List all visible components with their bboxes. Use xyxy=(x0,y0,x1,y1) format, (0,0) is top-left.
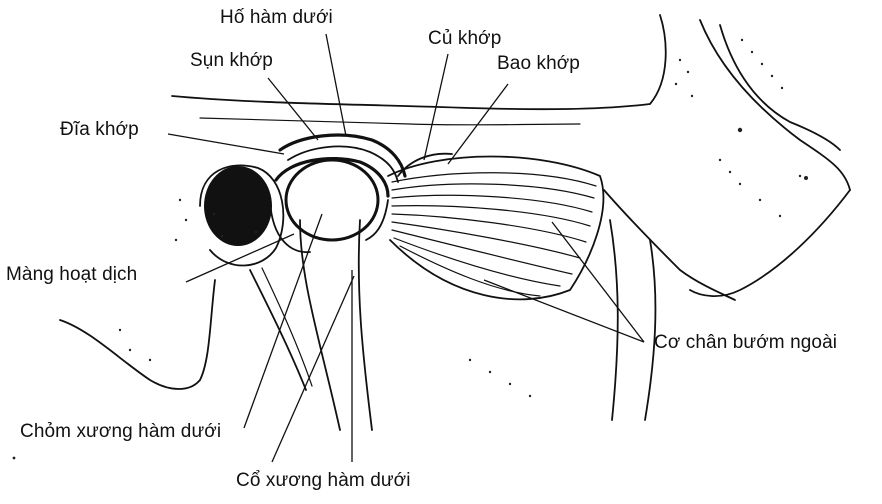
zygomatic-arch-lower xyxy=(720,25,840,150)
maxilla-outline xyxy=(690,190,850,296)
mandible-ramus-back xyxy=(645,240,655,420)
mandible-ramus-front xyxy=(610,220,618,420)
label-synovial-membrane: Màng hoạt dịch xyxy=(6,265,137,284)
leader-condyle-head xyxy=(244,214,322,428)
label-articular-disc: Đĩa khớp xyxy=(60,120,139,139)
bone-stipple xyxy=(13,39,808,460)
leader-joint-capsule xyxy=(448,84,508,164)
mastoid-process xyxy=(60,280,215,389)
styloid-process-2 xyxy=(262,268,312,386)
leader-articular-disc xyxy=(168,134,284,154)
label-joint-capsule: Bao khớp xyxy=(497,54,580,73)
label-mandibular-fossa: Hố hàm dưới xyxy=(220,8,333,27)
label-articular-cartilage: Sụn khớp xyxy=(190,51,273,70)
label-condyle-head: Chỏm xương hàm dưới xyxy=(20,422,221,441)
leader-articular-cartilage xyxy=(268,78,318,140)
leader-mandibular-fossa xyxy=(326,34,346,136)
styloid-process xyxy=(250,270,306,390)
zygomatic-arch-upper xyxy=(700,20,850,190)
leader-lines xyxy=(168,34,644,462)
leader-condyle-neck-1 xyxy=(272,276,354,462)
lateral-pterygoid-fibres xyxy=(392,173,596,296)
label-articular-tubercle: Củ khớp xyxy=(428,29,501,48)
skull-base-inner-line xyxy=(200,118,580,125)
pterygoid-plate-outline xyxy=(604,190,735,300)
label-lateral-pterygoid: Cơ chân bướm ngoài xyxy=(654,333,837,352)
condyle-neck-right xyxy=(359,220,372,430)
external-auditory-meatus xyxy=(204,166,272,246)
label-condyle-neck: Cổ xương hàm dưới xyxy=(236,471,411,490)
lateral-pterygoid-outline xyxy=(388,157,603,300)
